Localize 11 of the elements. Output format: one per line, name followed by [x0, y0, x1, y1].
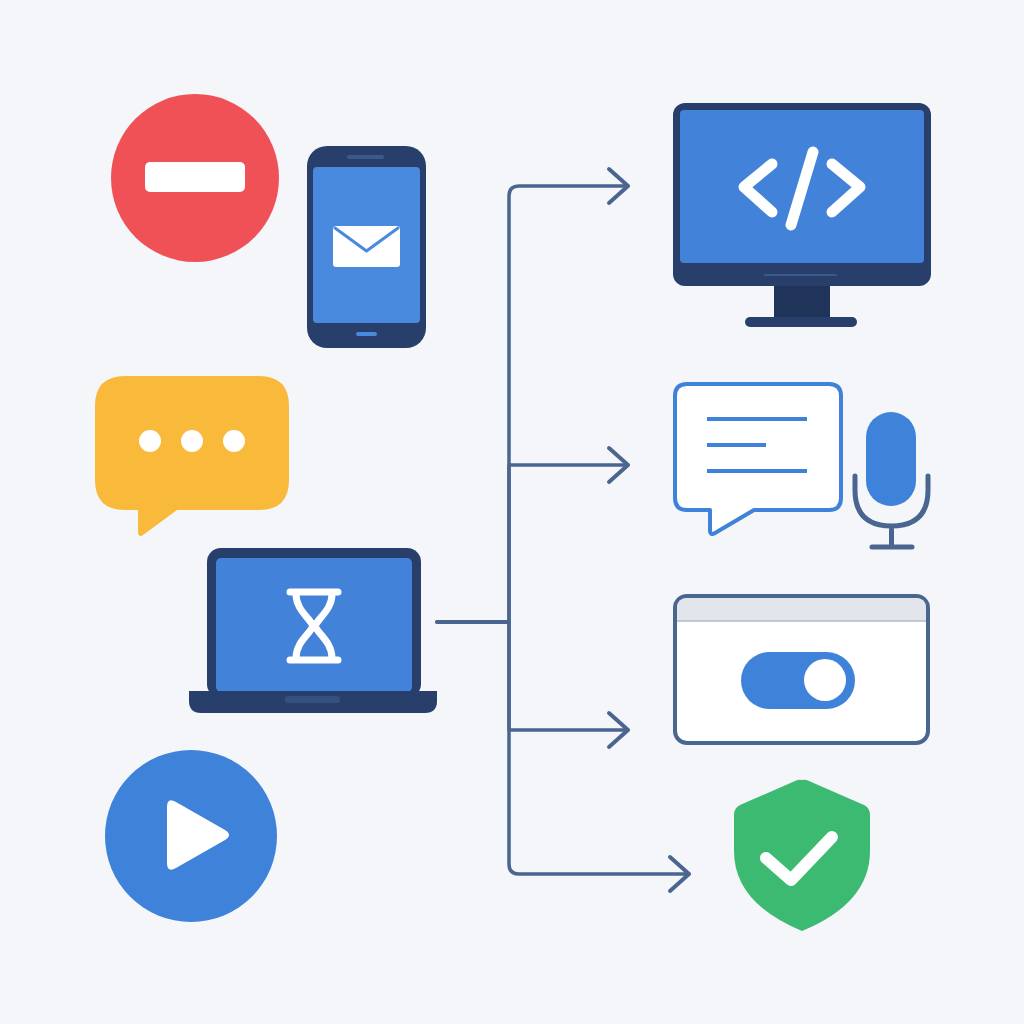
monitor-code-icon [673, 103, 931, 327]
message-bubble-icon [673, 382, 843, 537]
phone-mail-icon [307, 146, 426, 348]
toggle-window-icon [673, 594, 930, 745]
no-entry-icon [111, 94, 279, 262]
arrow [435, 620, 691, 893]
laptop-hourglass-icon [189, 548, 437, 713]
typing-bubble-icon [95, 376, 289, 537]
play-icon [105, 750, 277, 922]
shield-check-icon [734, 779, 870, 931]
microphone-icon [852, 412, 931, 551]
